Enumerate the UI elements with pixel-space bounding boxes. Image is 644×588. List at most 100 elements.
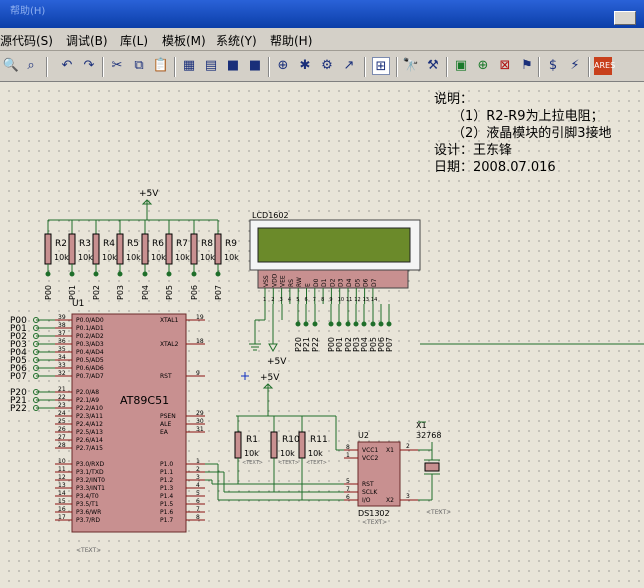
lcd-pin-name: VDD — [271, 273, 278, 287]
restore-button[interactable] — [614, 11, 636, 25]
lcd-pin-number: 10 — [338, 297, 344, 303]
menu-help[interactable]: 帮助(H) — [270, 34, 313, 48]
resistor-body — [234, 431, 242, 459]
resistor-body — [92, 233, 100, 265]
menu-template[interactable]: 模板(M) — [162, 34, 206, 48]
mcu-pin-number: 22 — [58, 394, 66, 401]
mcu-pin-name: P3.1/TXD — [76, 469, 104, 476]
search-tag-icon[interactable]: 🔭 — [402, 58, 420, 73]
schematic-drawing: +5VR210kP00R310kP01R410kP02R510kP03R610k… — [10, 189, 644, 554]
mcu-pin-name: P0.7/AD7 — [76, 373, 104, 380]
resistor-body — [190, 233, 198, 265]
resistor-value: 10k — [224, 253, 239, 262]
lcd-pin-number: 4 — [288, 297, 291, 303]
electrical-check-icon[interactable]: ⚡ — [570, 58, 580, 73]
lcd-pin-name: D3 — [338, 278, 345, 287]
lcd-pin-number: 14 — [371, 297, 377, 303]
title-bar: 帮助(H) — [0, 0, 644, 28]
ares-icon[interactable]: ARES — [594, 57, 615, 75]
mcu-pin-name: P0.3/AD3 — [76, 341, 104, 348]
lcd-pin-name: D6 — [363, 278, 370, 287]
cut-icon[interactable]: ✂ — [111, 58, 123, 73]
new-sheet-icon[interactable]: ▣ — [454, 58, 468, 73]
resistor-body — [141, 233, 149, 265]
mcu-pin-number: 11 — [58, 466, 66, 473]
menu-source[interactable]: 源代码(S) — [0, 34, 53, 48]
wire-autorouter-icon[interactable]: ⊞ — [372, 57, 390, 75]
bill-of-materials-icon[interactable]: $ — [548, 58, 558, 73]
make-device-icon[interactable]: ✱ — [299, 58, 311, 73]
mcu-pin-number: 6 — [196, 498, 200, 505]
net-label: P05 — [165, 285, 174, 300]
mcu-pin-number: 37 — [58, 330, 66, 337]
block-delete-icon[interactable]: ■ — [248, 58, 262, 73]
lcd-screen — [257, 227, 411, 263]
net-terminal — [33, 317, 39, 323]
mcu-pin-name: P1.6 — [160, 509, 173, 516]
remove-sheet-icon[interactable]: ⊠ — [499, 58, 511, 73]
decompose-icon[interactable]: ↗ — [343, 58, 355, 73]
net-terminal — [336, 321, 342, 327]
net-label: P01 — [68, 285, 77, 300]
rtc-pin-number: 5 — [346, 478, 350, 485]
zoom-all-icon[interactable]: ⌕ — [27, 58, 35, 73]
net-terminal — [386, 321, 392, 327]
mcu-pin-number: 17 — [58, 514, 66, 521]
resistor-body — [270, 431, 278, 459]
add-sheet-icon[interactable]: ⊕ — [477, 58, 489, 73]
mcu-pin-name: P1.4 — [160, 493, 173, 500]
net-label: P02 — [344, 337, 353, 352]
package-icon[interactable]: ⚙ — [321, 58, 333, 73]
lcd-name: LCD1602 — [252, 211, 289, 220]
mcu-pin-name: P1.1 — [160, 469, 173, 476]
block-copy-icon[interactable]: ▦ — [182, 58, 196, 73]
block-move-icon[interactable]: ▤ — [204, 58, 218, 73]
mcu-pin-name: P1.0 — [160, 461, 173, 468]
net-terminal — [33, 365, 39, 371]
menu-debug[interactable]: 调试(B) — [66, 34, 108, 48]
mcu-pin-number: 13 — [58, 482, 66, 489]
toolbar-separator — [396, 57, 398, 77]
crystal-value: 32768 — [416, 431, 441, 440]
lcd-pin-number: 13 — [363, 297, 369, 303]
copy-icon[interactable]: ⧉ — [134, 58, 144, 73]
net-terminal — [33, 405, 39, 411]
mcu-pin-name: P2.7/A15 — [76, 445, 103, 452]
mcu-pin-number: 9 — [196, 370, 200, 377]
net-label: P07 — [214, 285, 223, 300]
net-label: P05 — [369, 337, 378, 352]
mcu-pin-name: PSEN — [160, 413, 176, 420]
redo-icon[interactable]: ↷ — [83, 58, 95, 73]
property-tool-icon[interactable]: ⚒ — [427, 58, 439, 73]
zoom-in-icon[interactable]: 🔍 — [2, 58, 20, 73]
rtc-pin-name: X2 — [386, 497, 394, 504]
resistor-value: 10k — [126, 253, 141, 262]
mcu-pin-number: 36 — [58, 338, 66, 345]
schematic-canvas[interactable]: 说明： （1）R2-R9为上拉电阻； （2）液晶模块的引脚3接地 设计：王东锋 … — [0, 82, 644, 588]
resistor-ref: R8 — [201, 239, 213, 249]
lcd-pin-number: 11 — [346, 297, 352, 303]
rtc-text-tag: <TEXT> — [362, 519, 387, 526]
net-terminal — [33, 389, 39, 395]
menu-library[interactable]: 库(L) — [120, 34, 149, 48]
block-rotate-icon[interactable]: ■ — [226, 58, 240, 73]
crystal-ref: X1 — [416, 421, 427, 430]
net-label: P22 — [10, 404, 27, 414]
netlist-icon[interactable]: ⚑ — [521, 58, 533, 73]
lcd-pin-name: D4 — [346, 278, 353, 287]
undo-icon[interactable]: ↶ — [61, 58, 73, 73]
net-terminal — [93, 271, 99, 277]
mcu-text-tag: <TEXT> — [76, 547, 101, 554]
lcd-pin-body — [257, 269, 409, 289]
mcu-pin-number: 29 — [196, 410, 204, 417]
mcu-pin-number: 12 — [58, 474, 66, 481]
resistor-ref: R7 — [176, 239, 188, 249]
mcu-pin-number: 25 — [58, 418, 66, 425]
net-label: P02 — [92, 285, 101, 300]
menu-system[interactable]: 系统(Y) — [216, 34, 257, 48]
pick-device-icon[interactable]: ⊕ — [277, 58, 289, 73]
resistor-ref: R1 — [246, 435, 258, 445]
resistor-ref: R11 — [310, 435, 328, 445]
rtc-body — [357, 441, 401, 507]
paste-icon[interactable]: 📋 — [152, 58, 170, 73]
